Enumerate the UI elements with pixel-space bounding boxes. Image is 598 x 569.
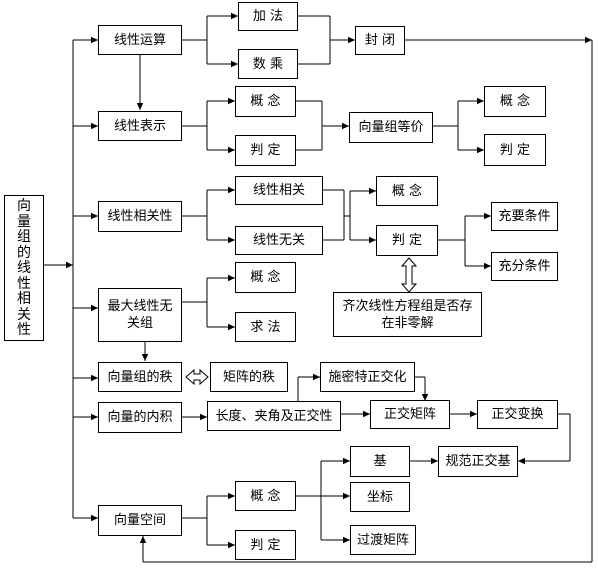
node-linear-dependence[interactable]: 线性相关性 — [98, 201, 182, 232]
root-char: 关 — [17, 306, 31, 323]
root-char: 性 — [17, 322, 31, 339]
node-sufficient-condition[interactable]: 充分条件 — [491, 252, 558, 281]
root-char: 的 — [17, 244, 31, 261]
root-char: 量 — [17, 213, 31, 230]
root-char: 线 — [17, 260, 31, 277]
node-orthonormal-basis[interactable]: 规范正交基 — [438, 446, 518, 477]
node-rank-of-vector-group[interactable]: 向量组的秩 — [98, 362, 182, 392]
node-closure[interactable]: 封 闭 — [355, 26, 405, 55]
node-maximal-independent-set[interactable]: 最大线性无关组 — [98, 288, 182, 342]
node-linearly-independent[interactable]: 线性无关 — [235, 226, 323, 255]
node-scalar-multiplication[interactable]: 数 乘 — [238, 49, 298, 79]
node-vector-space[interactable]: 向量空间 — [98, 505, 182, 536]
node-inner-product[interactable]: 向量的内积 — [98, 402, 182, 433]
node-equivalence-judgement[interactable]: 判 定 — [484, 134, 546, 166]
node-gram-schmidt[interactable]: 施密特正交化 — [320, 362, 415, 392]
root-char: 性 — [17, 275, 31, 292]
node-space-concept[interactable]: 概 念 — [235, 481, 296, 511]
node-transition-matrix[interactable]: 过渡矩阵 — [350, 525, 416, 555]
node-length-angle-orthogonality[interactable]: 长度、夹角及正交性 — [207, 401, 341, 431]
node-equivalence-concept[interactable]: 概 念 — [484, 86, 546, 117]
root-char: 组 — [17, 229, 31, 246]
node-addition[interactable]: 加 法 — [238, 2, 298, 31]
node-necessary-sufficient[interactable]: 充要条件 — [491, 202, 558, 231]
node-representation-judgement[interactable]: 判 定 — [235, 135, 296, 166]
node-maximal-method[interactable]: 求 法 — [235, 312, 296, 342]
node-maximal-concept[interactable]: 概 念 — [235, 262, 296, 293]
node-representation-concept[interactable]: 概 念 — [235, 86, 296, 117]
node-linearly-dependent[interactable]: 线性相关 — [235, 176, 323, 205]
node-space-judgement[interactable]: 判 定 — [235, 530, 296, 560]
root-char: 相 — [17, 291, 31, 308]
node-basis[interactable]: 基 — [350, 446, 410, 477]
node-equivalence[interactable]: 向量组等价 — [349, 112, 433, 143]
double-arrow-vertical-icon — [400, 257, 418, 293]
node-homogeneous-nonzero-solution[interactable]: 齐次线性方程组是否存在非零解 — [333, 292, 482, 337]
node-dependence-judgement[interactable]: 判 定 — [376, 225, 438, 256]
node-dependence-concept[interactable]: 概 念 — [376, 176, 438, 206]
root-vector-group-linear-dependence[interactable]: 向量组的线性相关性 — [4, 195, 44, 341]
node-orthogonal-transform[interactable]: 正交变换 — [477, 400, 558, 429]
node-linear-representation[interactable]: 线性表示 — [98, 111, 182, 141]
node-matrix-rank[interactable]: 矩阵的秩 — [210, 362, 288, 392]
root-char: 向 — [17, 198, 31, 215]
node-orthogonal-matrix[interactable]: 正交矩阵 — [370, 400, 450, 429]
node-linear-operations[interactable]: 线性运算 — [98, 25, 182, 55]
node-coordinates[interactable]: 坐标 — [350, 482, 410, 512]
double-arrow-horizontal-icon — [185, 368, 209, 386]
